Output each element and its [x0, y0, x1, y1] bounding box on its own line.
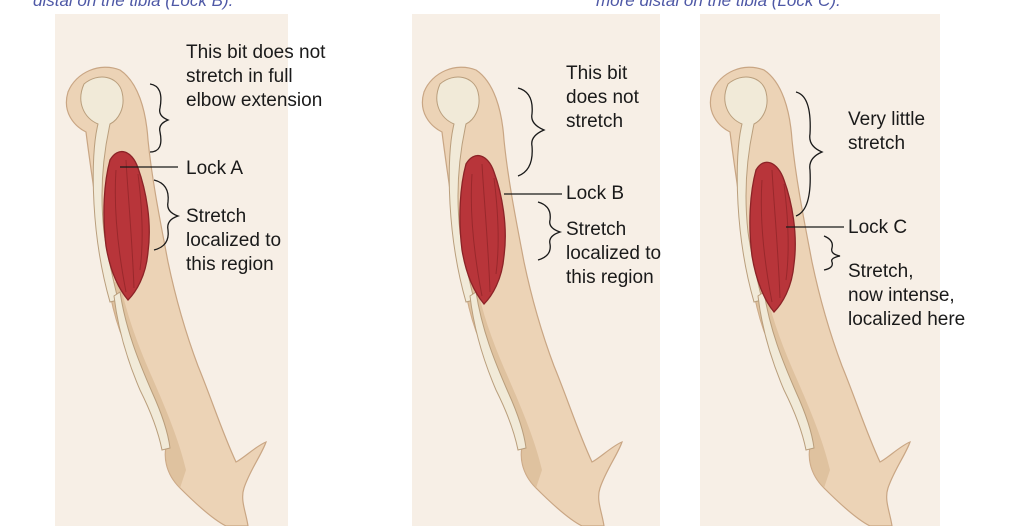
- upper-note-c: Very little stretch: [848, 108, 925, 156]
- lock-label-a: Lock A: [186, 157, 243, 181]
- lock-label-c: Lock C: [848, 216, 907, 240]
- stretch-note-c: Stretch, now intense, localized here: [848, 260, 965, 332]
- arm-illustration-b: [412, 0, 712, 526]
- stretch-note-b: Stretch localized to this region: [566, 218, 661, 290]
- lock-label-b: Lock B: [566, 182, 624, 206]
- upper-note-a: This bit does not stretch in full elbow …: [186, 41, 325, 113]
- stretch-note-a: Stretch localized to this region: [186, 205, 281, 277]
- upper-note-b: This bit does not stretch: [566, 62, 639, 134]
